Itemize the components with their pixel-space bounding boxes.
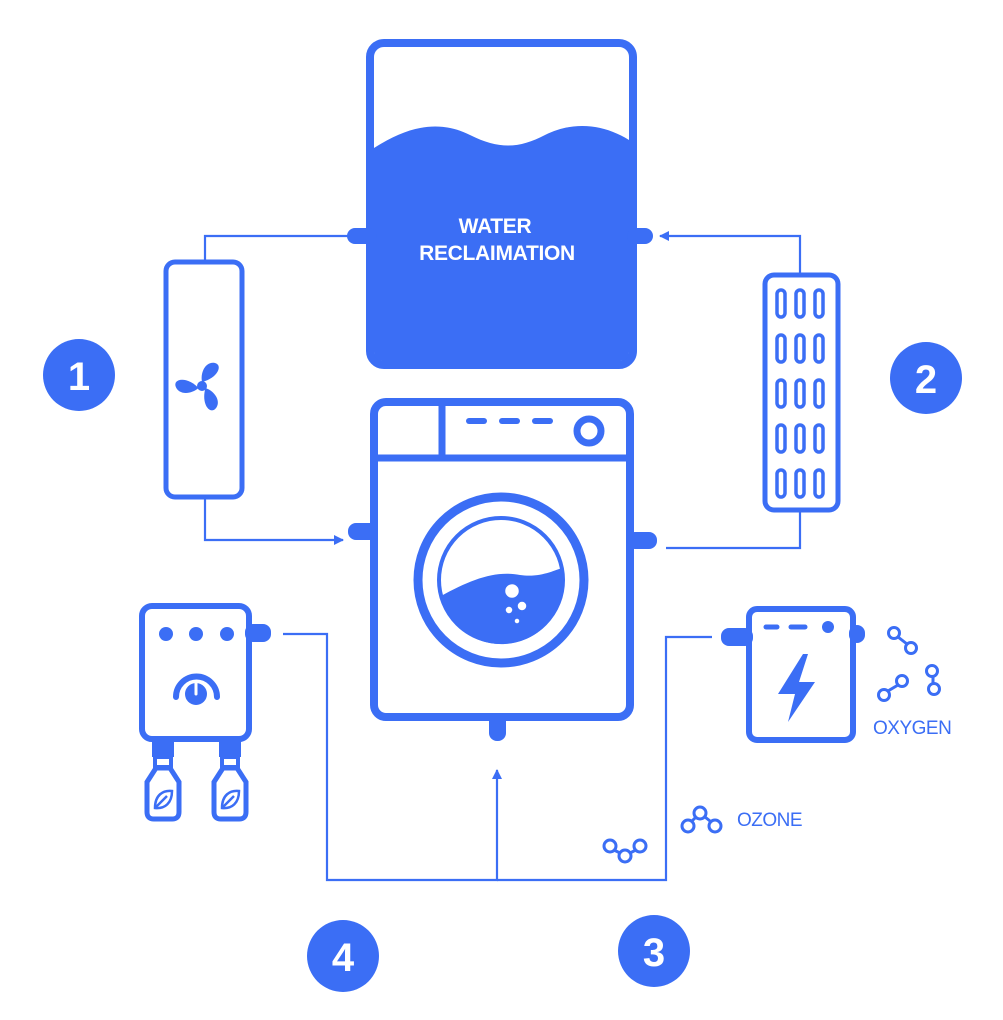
line-filter-2-to-tank [659, 231, 802, 275]
fan-filter-unit [163, 259, 245, 500]
washer-control-knob [573, 415, 605, 447]
dispenser-port [245, 624, 271, 642]
cartridge-slot [813, 423, 825, 454]
oxygen-molecule-icon [877, 626, 941, 702]
cartridge-slot [794, 423, 806, 454]
oxygen-label: OXYGEN [873, 718, 951, 739]
cartridge-slot [813, 378, 825, 409]
cartridge-slot [775, 288, 787, 319]
washer-right-port [627, 532, 657, 549]
step-number-4: 4 [332, 936, 355, 980]
dispenser-dial-arc [173, 673, 220, 700]
line-ozone-to-washer [497, 635, 712, 882]
tank-right-port [627, 228, 653, 244]
leaf-icon [153, 789, 174, 810]
cartridge-slot [794, 288, 806, 319]
cartridge-slot [794, 468, 806, 499]
line-washer-to-filter-2 [666, 510, 802, 550]
line-tank-to-filter-1 [203, 234, 352, 262]
water-reclamation-tank: WATER RECLAIMATION [347, 39, 653, 369]
step-number-1: 1 [68, 355, 90, 399]
cartridge-slots [775, 288, 825, 499]
washer-water [441, 568, 564, 645]
step-badge-1: 1 [43, 339, 115, 411]
tank-title-line-2: RECLAIMATION [419, 242, 575, 265]
generator-right-port [849, 625, 865, 643]
detergent-bottle-right [211, 755, 249, 822]
tank-left-port [347, 228, 377, 244]
connector-lines [203, 231, 802, 882]
cartridge-slot [775, 468, 787, 499]
washer-left-port [348, 523, 378, 540]
leaf-icon [220, 789, 241, 810]
fan-icon [175, 362, 219, 411]
step-badge-2: 2 [890, 342, 962, 414]
cartridge-slot [794, 333, 806, 364]
washing-machine [348, 398, 657, 741]
cartridge-slot [775, 333, 787, 364]
step-number-3: 3 [643, 931, 665, 975]
water-bubbles-icon [502, 581, 529, 626]
cartridge-slot [813, 333, 825, 364]
detergent-bottle-left [144, 755, 182, 822]
cartridge-slot [813, 468, 825, 499]
water-fill [374, 125, 629, 361]
ozone-generator [721, 606, 865, 743]
washer-bottom-port [489, 713, 506, 741]
line-detergent-to-washer [283, 632, 502, 882]
step-badge-4: 4 [307, 920, 379, 992]
cartridge-slot [775, 423, 787, 454]
lightning-icon [778, 654, 815, 722]
generator-left-port [721, 628, 753, 646]
ozone-label: OZONE [737, 810, 802, 831]
line-filter-1-to-washer [203, 497, 344, 545]
cartridge-slot [775, 378, 787, 409]
cartridge-filter-unit [762, 272, 841, 513]
ozone-molecule-icon [602, 805, 723, 864]
cartridge-slot [813, 288, 825, 319]
step-number-2: 2 [915, 358, 937, 402]
tank-title-line-1: WATER [459, 215, 532, 238]
detergent-dispenser [139, 603, 271, 822]
cartridge-slot [794, 378, 806, 409]
step-badge-3: 3 [618, 915, 690, 987]
